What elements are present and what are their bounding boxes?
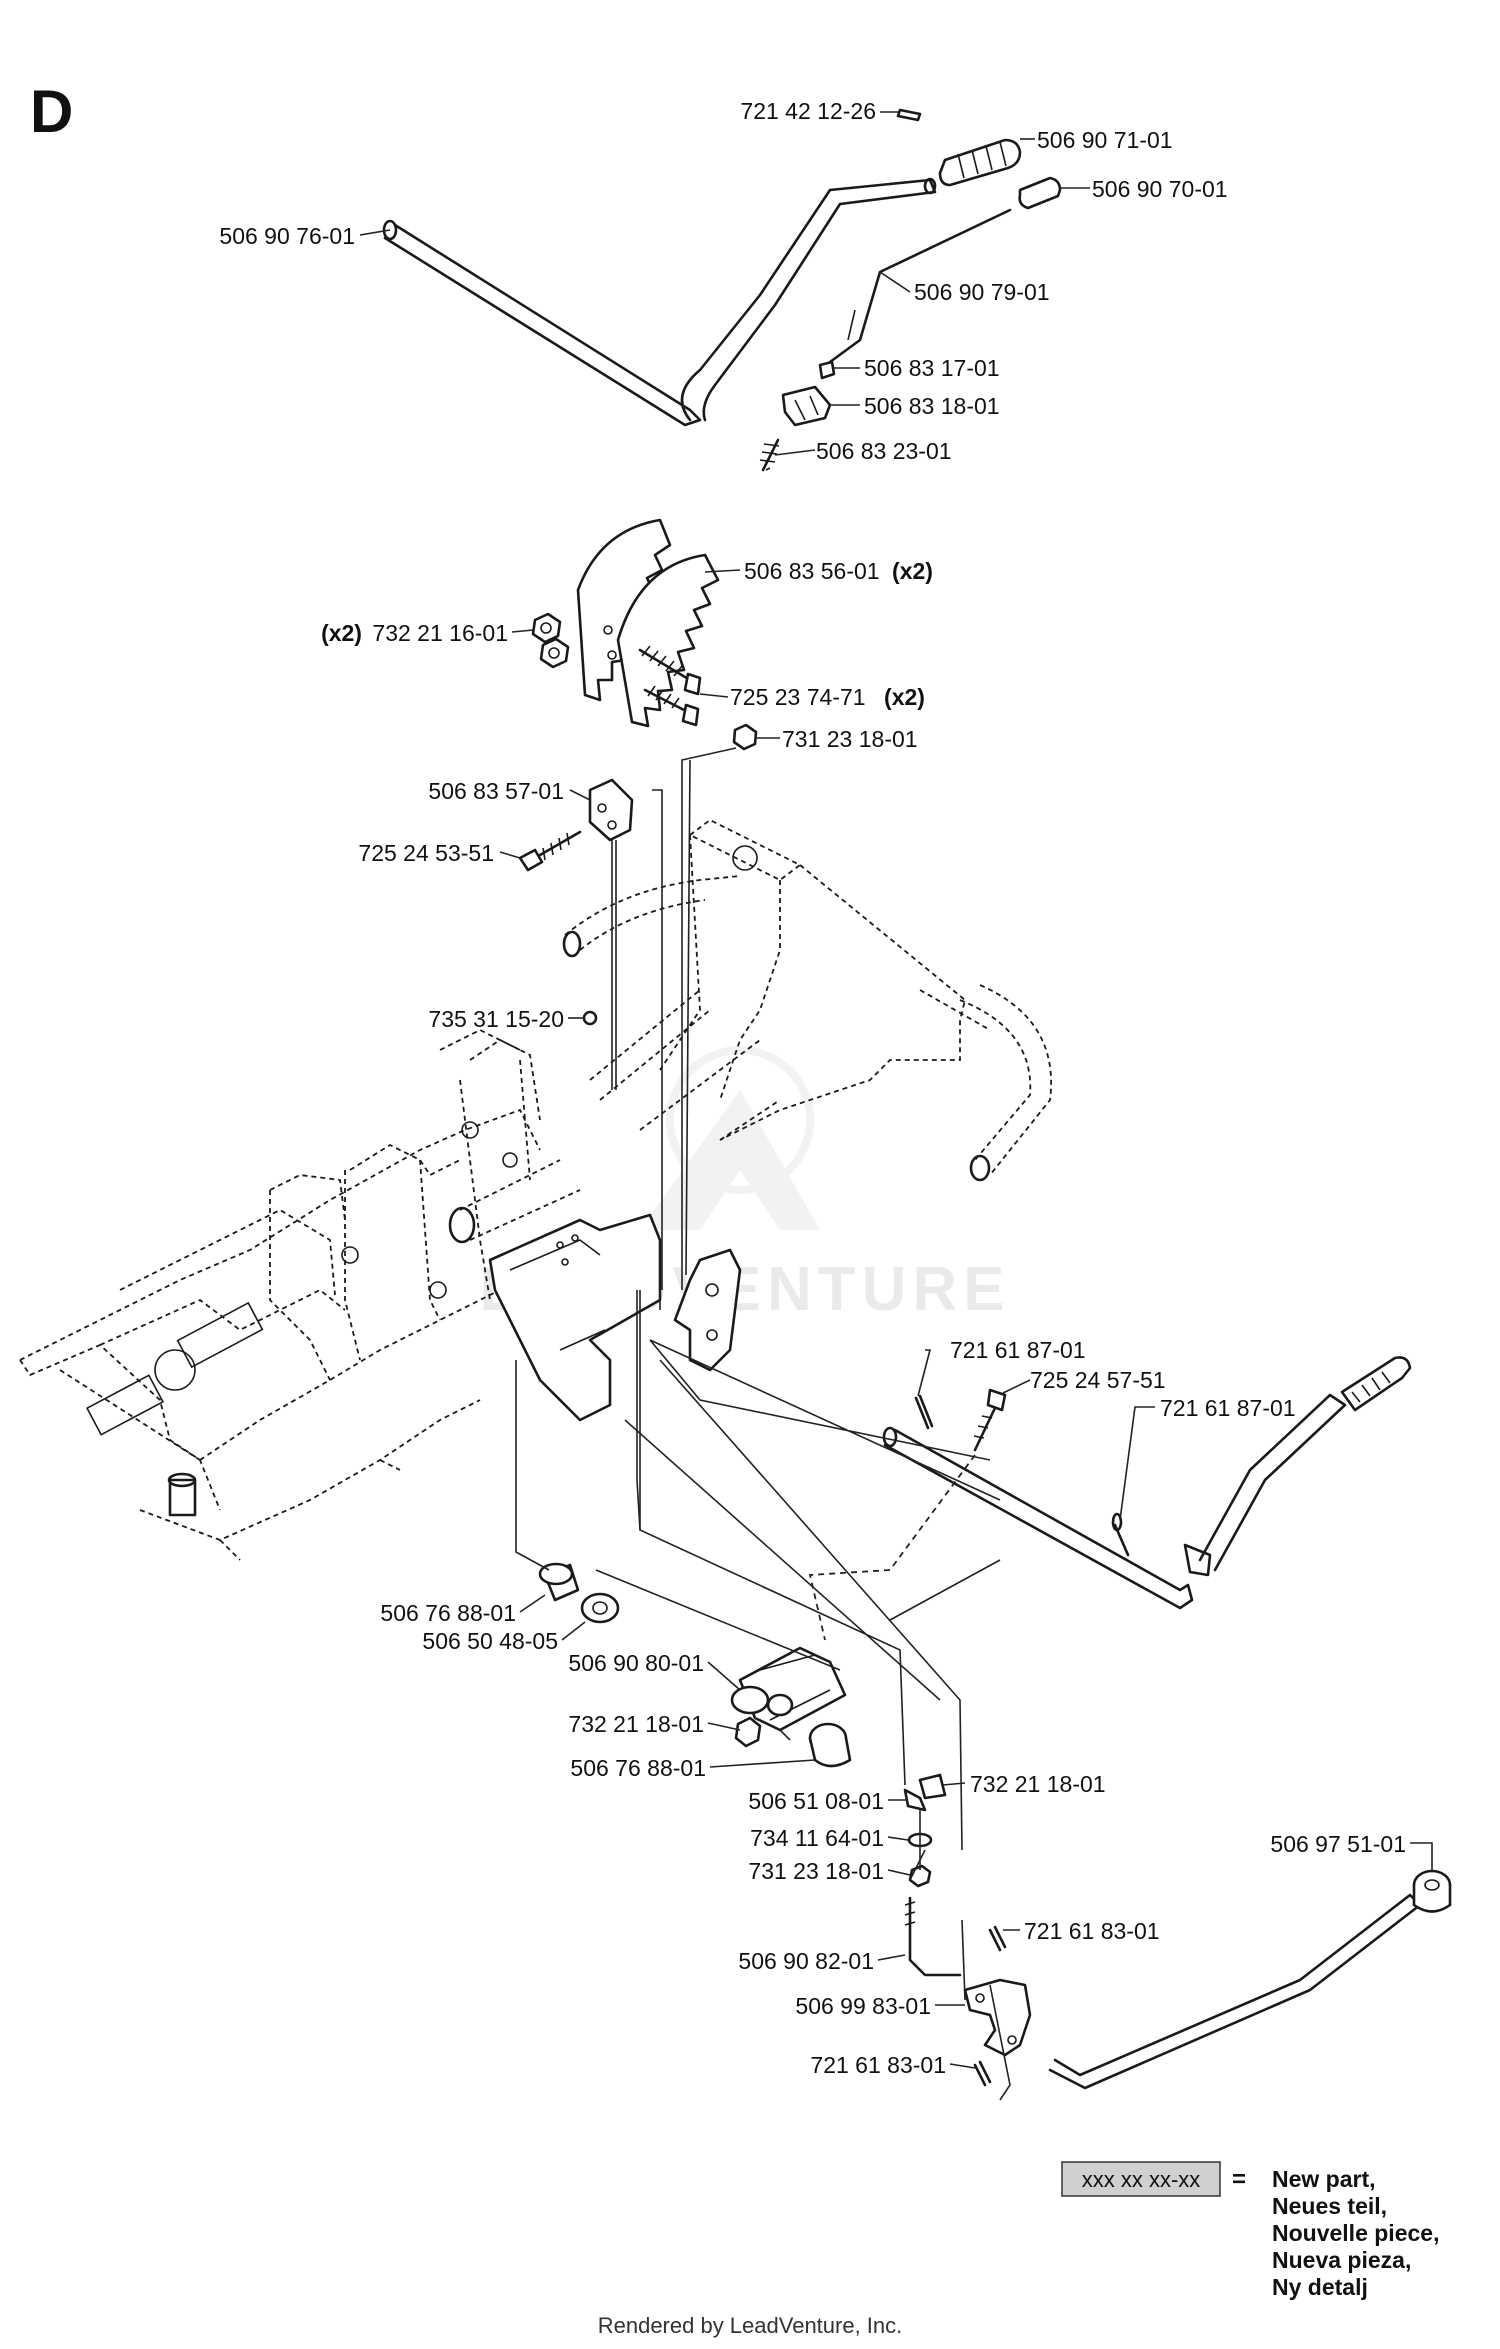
callout-label: 731 23 18-01 [782,726,918,752]
tractor-frame [19,818,1052,1561]
callout-label: 506 51 08-01 [748,1788,884,1814]
callout-label: 506 76 88-01 [380,1600,516,1626]
sector-assembly [518,518,758,1026]
legend-swatch-text: xxx xx xx-xx [1082,2167,1201,2192]
legend-swatch [1061,2161,1221,2197]
callout-label: 732 21 18-01 [568,1711,704,1737]
new-part-legend: xxx xx xx-xx = New part, Neues teil, Nou… [1061,2161,1439,2300]
legend-line: Nueva pieza, [1272,2247,1411,2273]
callout-label-with-qty: 725 23 74-71 (x2) [730,684,925,710]
callout-label: 506 50 48-05 [422,1628,558,1654]
footer-credit: Rendered by LeadVenture, Inc. [598,2313,903,2338]
callout-label: 721 61 87-01 [950,1337,1086,1363]
callout-label: 725 24 53-51 [358,840,494,866]
watermark-logo [640,1046,820,1230]
callout-label: 506 90 79-01 [914,279,1050,305]
lift-lever-assembly [382,108,1062,472]
callout-label: 506 83 18-01 [864,393,1000,419]
callout-label: 506 90 82-01 [738,1948,874,1974]
callout-label: 732 21 16-01 [372,620,508,646]
callout-label-with-qty: 506 83 56-01 (x2) [744,558,933,584]
callout-label: 506 83 56-01 [744,558,880,584]
legend-line: Neues teil, [1272,2193,1387,2219]
callout-label: 725 23 74-71 [730,684,866,710]
callout-qty: (x2) [321,620,362,646]
callout-label: 721 42 12-26 [740,98,876,124]
callout-label: 506 76 88-01 [570,1755,706,1781]
legend-line: New part, [1272,2166,1376,2192]
callout-qty: (x2) [884,684,925,710]
callout-label: 506 97 51-01 [1270,1831,1406,1857]
callout-label: 506 90 71-01 [1037,127,1173,153]
callout-label: 506 83 57-01 [428,778,564,804]
callout-label: 721 61 87-01 [1160,1395,1296,1421]
lower-linkage [538,1356,1452,2090]
callout-label: 506 83 17-01 [864,355,1000,381]
callout-qty: (x2) [892,558,933,584]
callout-label: 734 11 64-01 [750,1825,884,1851]
callout-label: 721 61 83-01 [810,2052,946,2078]
section-letter: D [30,78,73,145]
callout-label: 725 24 57-51 [1030,1367,1166,1393]
callout-label: 506 90 70-01 [1092,176,1228,202]
callout-label-with-qty: (x2) 732 21 16-01 [321,620,508,646]
callout-labels: 721 42 12-26 506 90 71-01 506 90 70-01 5… [219,98,1406,2078]
legend-line: Ny detalj [1272,2274,1368,2300]
callout-label: 506 90 80-01 [568,1650,704,1676]
assembly-lines [515,747,1011,2101]
callout-label: 506 99 83-01 [795,1993,931,2019]
callout-label: 721 61 83-01 [1024,1918,1160,1944]
callout-label: 506 90 76-01 [219,223,355,249]
leader-lines [359,111,1433,2069]
callout-label: 732 21 18-01 [970,1771,1106,1797]
callout-label: 506 83 23-01 [816,438,952,464]
legend-line: Nouvelle piece, [1272,2220,1439,2246]
callout-label: 735 31 15-20 [428,1006,564,1032]
callout-label: 731 23 18-01 [748,1858,884,1884]
legend-equals: = [1232,2166,1246,2193]
